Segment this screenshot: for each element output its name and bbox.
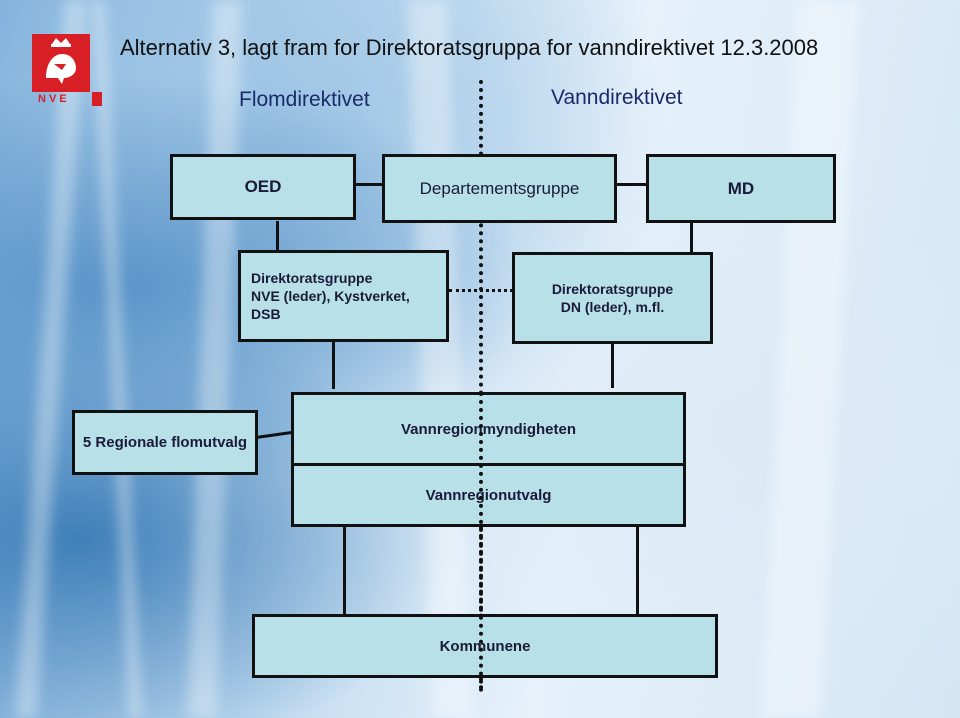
connector-oed-dirnve <box>276 221 279 251</box>
heading-vanndirektivet: Vanndirektivet <box>551 86 683 109</box>
connector-md-dirdn <box>690 223 693 253</box>
connector-vannreg-komm-left <box>343 525 346 615</box>
nve-logo: NVE <box>32 34 102 106</box>
connector-dept-md <box>616 183 647 186</box>
box-md: MD <box>646 154 836 223</box>
slide-title: Alternativ 3, lagt fram for Direktoratsg… <box>120 35 819 60</box>
box-regionale-flomutvalg: 5 Regionale flomutvalg <box>72 410 258 475</box>
box-kommunene-label: Kommunene <box>439 637 531 655</box>
box-vannregionutvalg-label: Vannregionutvalg <box>425 486 552 504</box>
box-vannregionmyndigheten-label: Vannregionmyndigheten <box>400 420 577 438</box>
box-dirdn-line1: Direktoratsgruppe <box>551 281 674 297</box>
box-vannregionmyndigheten: Vannregionmyndigheten <box>291 392 686 466</box>
divider-dotted <box>479 80 483 690</box>
connector-dirnve-down <box>332 341 335 389</box>
heading-flomdirektivet: Flomdirektivet <box>239 88 370 111</box>
box-direktoratsgruppe-dn: Direktoratsgruppe DN (leder), m.fl. <box>512 252 713 344</box>
box-departementsgruppe: Departementsgruppe <box>382 154 617 223</box>
box-dirdn-line2: DN (leder), m.fl. <box>560 299 665 315</box>
box-oed: OED <box>170 154 356 220</box>
nve-crest-icon <box>32 34 90 92</box>
box-flomutvalg-label: 5 Regionale flomutvalg <box>82 434 248 451</box>
box-vannregionutvalg: Vannregionutvalg <box>291 463 686 527</box>
box-dirnve-line3: DSB <box>251 306 281 322</box>
logo-bar <box>92 92 102 106</box>
box-dirnve-line2: NVE (leder), Kystverket, <box>251 288 410 304</box>
box-dirnve-line1: Direktoratsgruppe <box>251 270 373 286</box>
box-md-label: MD <box>727 178 755 198</box>
connector-flom-vannreg <box>255 431 292 439</box>
connector-dotted-dir <box>449 289 513 292</box>
connector-oed-dept <box>355 183 383 186</box>
box-direktoratsgruppe-nve: Direktoratsgruppe NVE (leder), Kystverke… <box>238 250 449 342</box>
box-oed-label: OED <box>244 177 282 196</box>
box-kommunene: Kommunene <box>252 614 718 678</box>
box-departementsgruppe-label: Departementsgruppe <box>419 178 580 198</box>
connector-dirdn-down <box>611 342 614 388</box>
connector-vannreg-komm-right <box>636 525 639 615</box>
divider-dotted-overlay <box>479 392 483 692</box>
logo-text: NVE <box>38 93 70 105</box>
